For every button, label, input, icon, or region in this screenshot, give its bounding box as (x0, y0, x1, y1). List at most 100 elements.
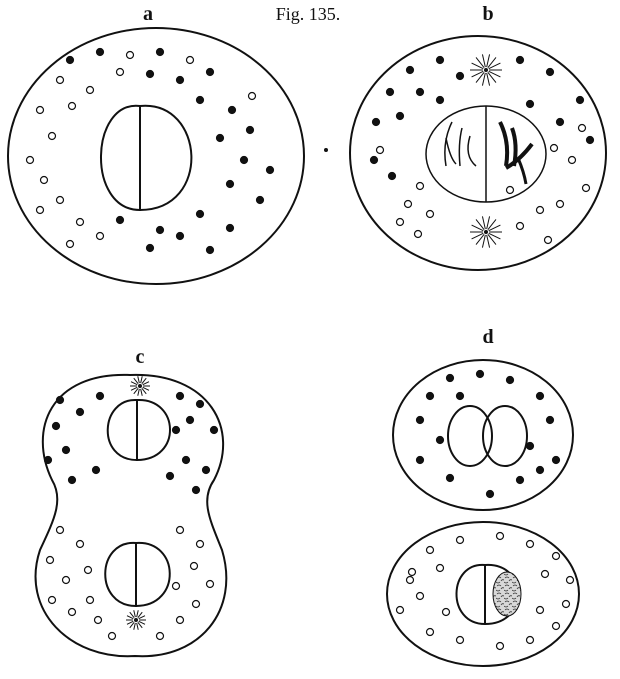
nucleus-left-clear (460, 418, 480, 454)
dark-granule (157, 49, 164, 56)
dark-granule (97, 49, 104, 56)
dark-granule (217, 135, 224, 142)
dark-granule (407, 67, 414, 74)
panel-label-a: a (143, 3, 153, 25)
nucleus-top-clear (108, 400, 137, 460)
dark-granule (247, 127, 254, 134)
dark-granule (167, 473, 174, 480)
dark-granule (457, 73, 464, 80)
panel-label-c: c (136, 346, 145, 368)
aster-ray (134, 610, 136, 617)
nucleus-bottom-clear (105, 543, 136, 606)
light-granule (249, 93, 256, 100)
light-granule (117, 69, 124, 76)
aster-ray (137, 623, 139, 630)
aster-ray (141, 389, 143, 396)
light-granule (157, 633, 164, 640)
aster-ray (482, 73, 485, 86)
aster-ray (487, 235, 490, 248)
dark-granule (487, 491, 494, 498)
light-granule (437, 565, 444, 572)
dark-granule (517, 477, 524, 484)
light-granule (37, 107, 44, 114)
cell-membrane (350, 36, 606, 270)
light-granule (583, 185, 590, 192)
centrosome (484, 68, 488, 72)
dark-granule (229, 107, 236, 114)
panel-b-cell (350, 36, 606, 270)
dark-granule (53, 423, 60, 430)
dark-granule (587, 137, 594, 144)
light-granule (57, 197, 64, 204)
aster-ray (138, 389, 140, 396)
light-granule (497, 643, 504, 650)
panel-label-b: b (482, 3, 493, 25)
dark-granule (97, 393, 104, 400)
dark-granule (477, 371, 484, 378)
dark-granule (197, 401, 204, 408)
dark-granule (507, 377, 514, 384)
light-granule (37, 207, 44, 214)
dark-granule (147, 245, 154, 252)
stray-dot (324, 148, 328, 152)
dark-granule (447, 475, 454, 482)
light-granule (47, 557, 54, 564)
light-granule (517, 223, 524, 230)
light-granule (542, 571, 549, 578)
light-granule (177, 617, 184, 624)
light-granule (27, 157, 34, 164)
light-granule (545, 237, 552, 244)
dark-granule (177, 233, 184, 240)
light-granule (551, 145, 558, 152)
aster-ray (487, 216, 490, 229)
dark-granule (207, 247, 214, 254)
light-granule (417, 183, 424, 190)
dark-granule (517, 57, 524, 64)
nucleus-core (493, 572, 521, 616)
dark-granule (577, 97, 584, 104)
light-granule (87, 597, 94, 604)
dark-granule (527, 101, 534, 108)
light-granule (527, 541, 534, 548)
dark-granule (417, 417, 424, 424)
dark-granule (227, 225, 234, 232)
aster-ray (487, 54, 490, 67)
dark-granule (177, 77, 184, 84)
dark-granule (69, 477, 76, 484)
dark-granule (227, 181, 234, 188)
dark-granule (557, 119, 564, 126)
centrosome (138, 384, 142, 388)
light-granule (109, 633, 116, 640)
aster-ray (482, 216, 485, 229)
aster-bottom (126, 610, 146, 629)
light-granule (567, 577, 574, 584)
light-granule (537, 207, 544, 214)
dark-granule (267, 167, 274, 174)
dark-granule (77, 409, 84, 416)
aster-ray (482, 235, 485, 248)
dark-granule (397, 113, 404, 120)
dark-granule (67, 57, 74, 64)
dark-granule (537, 467, 544, 474)
light-granule (49, 133, 56, 140)
dark-granule (257, 197, 264, 204)
dark-granule (457, 393, 464, 400)
light-granule (507, 187, 514, 194)
light-granule (397, 219, 404, 226)
light-granule (417, 593, 424, 600)
dark-granule (203, 467, 210, 474)
light-granule (427, 211, 434, 218)
dark-granule (387, 89, 394, 96)
dark-granule (117, 217, 124, 224)
dark-granule (537, 393, 544, 400)
light-granule (407, 577, 414, 584)
aster-ray (482, 54, 485, 67)
light-granule (553, 553, 560, 560)
light-granule (557, 201, 564, 208)
dark-granule (183, 457, 190, 464)
light-granule (177, 527, 184, 534)
light-granule (563, 601, 570, 608)
light-granule (405, 201, 412, 208)
cell-membrane (8, 28, 304, 284)
dark-granule (417, 457, 424, 464)
